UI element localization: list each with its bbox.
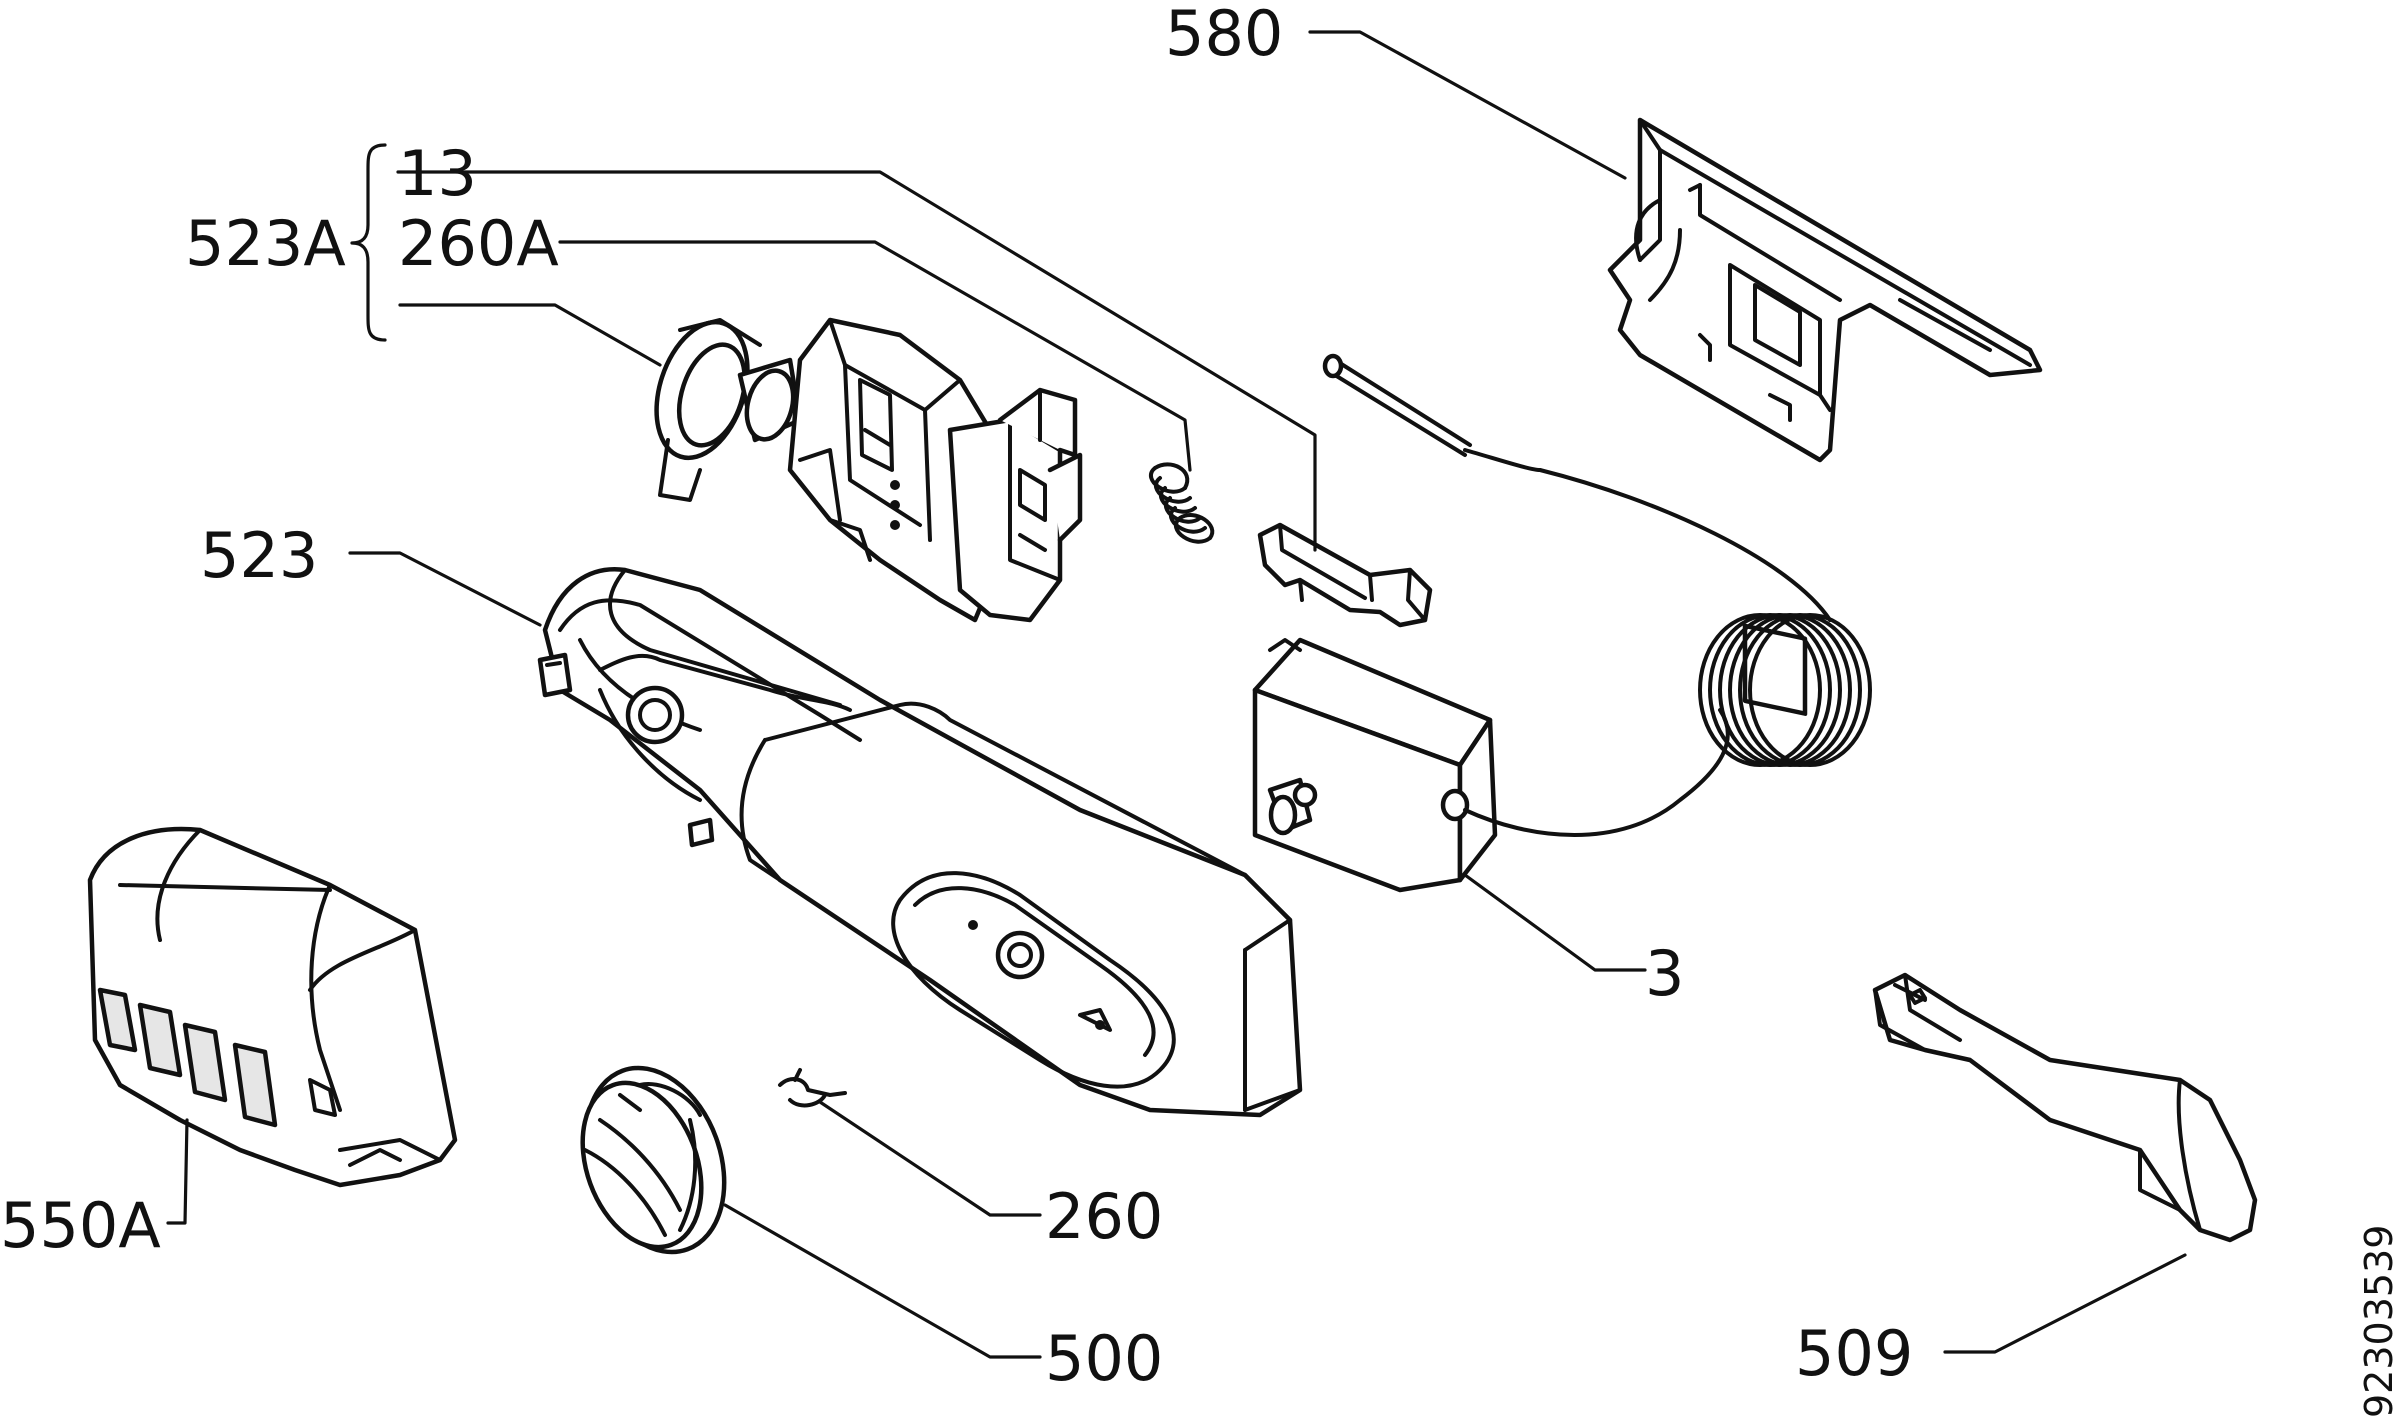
part-580-bracket: [1607, 117, 2043, 716]
part-523a-mechanism: [654, 317, 1083, 623]
label-13: 13: [398, 137, 477, 210]
leader-550a: [166, 1118, 189, 1225]
part-260-clip: [778, 1068, 847, 1108]
document-code: 92303539: [2357, 1225, 2400, 1418]
leader-523a: [398, 303, 662, 367]
label-523a: 523A: [185, 207, 346, 280]
leader-13: [396, 170, 1317, 552]
leader-523: [348, 551, 542, 627]
leader-260: [818, 1100, 1042, 1217]
leader-500: [723, 1203, 1042, 1359]
label-3: 3: [1645, 937, 1684, 1010]
part-260a-spring: [1149, 462, 1215, 544]
part-13-pushrod: [1257, 522, 1433, 628]
part-3-thermostat: [1252, 353, 1872, 893]
label-550a: 550A: [0, 1189, 161, 1262]
part-523-housing: [537, 567, 1303, 1118]
label-260a: 260A: [398, 207, 559, 280]
label-580: 580: [1165, 0, 1283, 70]
label-260: 260: [1045, 1180, 1163, 1253]
brace-523a: [350, 143, 387, 342]
part-550a-cover: [87, 826, 458, 1188]
leader-lines: [166, 30, 2187, 1359]
leader-509: [1943, 1253, 2187, 1354]
label-500: 500: [1045, 1322, 1163, 1395]
label-523: 523: [200, 519, 318, 592]
leader-580: [1308, 30, 1627, 180]
leader-260a: [558, 240, 1192, 472]
leader-3: [1463, 873, 1647, 972]
part-509-lever: [1872, 972, 2258, 1243]
label-509: 509: [1795, 1317, 1913, 1390]
part-500-knob: [580, 1065, 727, 1255]
